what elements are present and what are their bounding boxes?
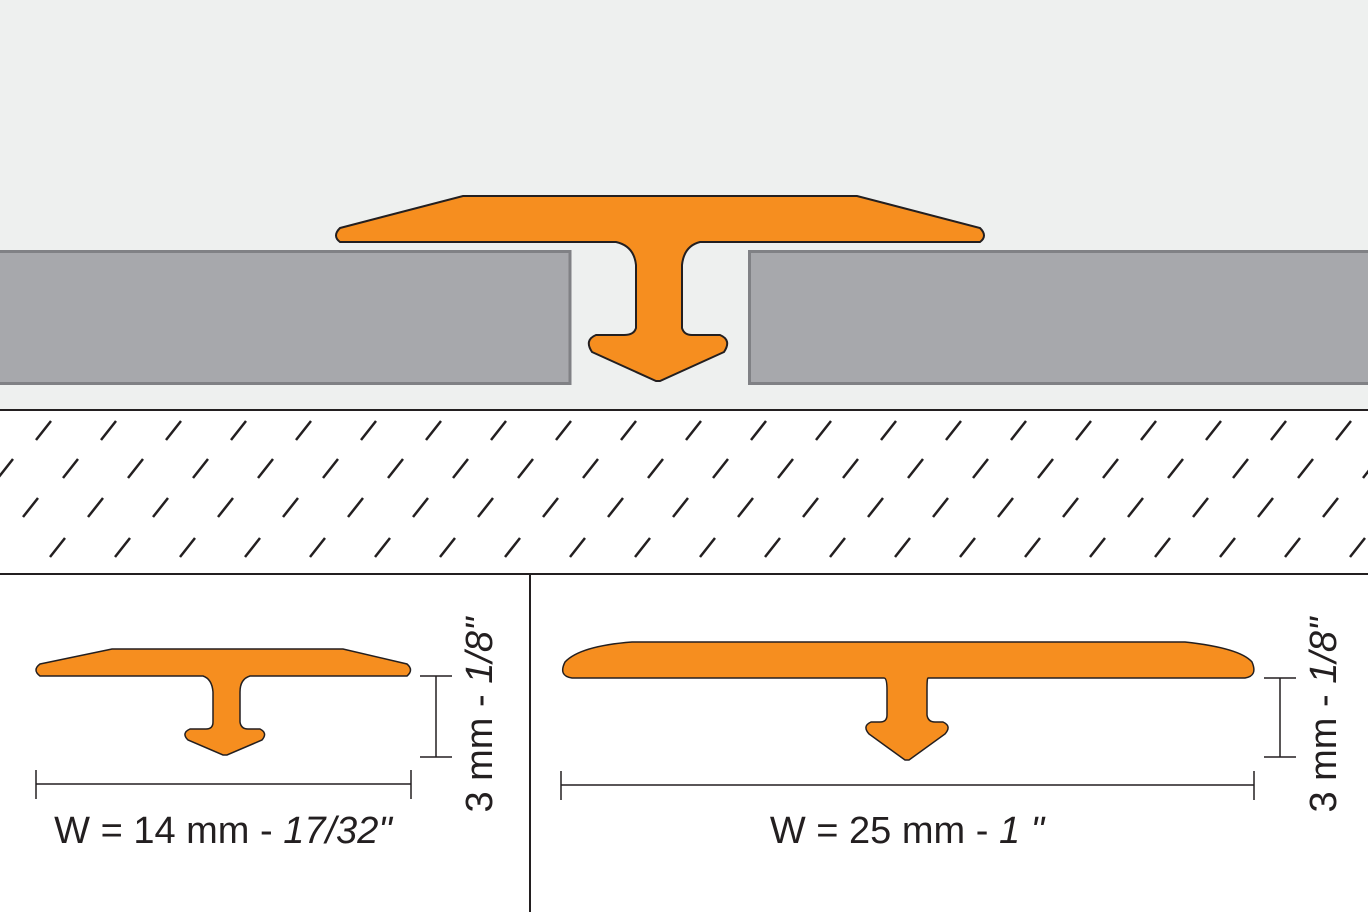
hatch-mark (945, 420, 962, 441)
hatch-mark (439, 537, 456, 558)
width-label-25mm: W = 25 mm - 1 " (770, 810, 1046, 852)
hatch-mark (997, 497, 1014, 518)
hatch-mark (62, 458, 79, 479)
hatch-mark (1062, 497, 1079, 518)
hatch-mark (1349, 537, 1366, 558)
hatch-mark (1102, 458, 1119, 479)
hatch-mark (712, 458, 729, 479)
hatch-mark (1219, 537, 1236, 558)
hatch-mark (1192, 497, 1209, 518)
hatch-mark (1010, 420, 1027, 441)
hatch-mark (1205, 420, 1222, 441)
hatch-mark (1297, 458, 1314, 479)
hatch-mark (1037, 458, 1054, 479)
hatch-mark (737, 497, 754, 518)
hatch-mark (1024, 537, 1041, 558)
profile-25mm-shape (561, 641, 1255, 761)
hatch-mark (282, 497, 299, 518)
installed-t-profile (335, 195, 985, 382)
hatch-mark (880, 420, 897, 441)
hatch-mark (452, 458, 469, 479)
width-dimension-25mm (560, 771, 1255, 800)
hatch-mark (1140, 420, 1157, 441)
hatch-mark (374, 537, 391, 558)
hatch-mark (1232, 458, 1249, 479)
height-dimension-25mm (1264, 677, 1296, 758)
hatch-mark (907, 458, 924, 479)
hatch-mark (504, 537, 521, 558)
hatch-mark (842, 458, 859, 479)
substrate-hatch (0, 420, 1368, 558)
hatch-mark (1127, 497, 1144, 518)
hatch-mark (49, 537, 66, 558)
hatch-mark (607, 497, 624, 518)
hatch-mark (932, 497, 949, 518)
hatch-mark (542, 497, 559, 518)
hatch-mark (425, 420, 442, 441)
hatch-mark (1362, 469, 1368, 479)
hatch-mark (217, 497, 234, 518)
hatch-mark (634, 537, 651, 558)
width-dimension-14mm (35, 770, 412, 799)
hatch-mark (517, 458, 534, 479)
hatch-mark (867, 497, 884, 518)
hatch-mark (555, 420, 572, 441)
hatch-mark (1322, 497, 1339, 518)
hatch-mark (764, 537, 781, 558)
hatch-mark (244, 537, 261, 558)
hatch-mark (1154, 537, 1171, 558)
hatch-mark (114, 537, 131, 558)
left-floor-tile (0, 250, 572, 385)
hatch-mark (1270, 420, 1287, 441)
hatch-mark (230, 420, 247, 441)
hatch-mark (347, 497, 364, 518)
hatch-mark (22, 497, 39, 518)
hatch-mark (257, 458, 274, 479)
hatch-mark (152, 497, 169, 518)
hatch-mark (295, 420, 312, 441)
hatch-mark (35, 420, 52, 441)
hatch-mark (647, 458, 664, 479)
hatch-mark (802, 497, 819, 518)
hatch-mark (972, 458, 989, 479)
hatch-mark (1284, 537, 1301, 558)
hatch-mark (620, 420, 637, 441)
hatch-mark (100, 420, 117, 441)
hatch-mark (829, 537, 846, 558)
hatch-mark (777, 458, 794, 479)
hatch-mark (179, 537, 196, 558)
hatch-mark (750, 420, 767, 441)
hatch-mark (1257, 497, 1274, 518)
hatch-mark (685, 420, 702, 441)
hatch-mark (1075, 420, 1092, 441)
hatch-mark (127, 458, 144, 479)
hatch-mark (0, 458, 14, 478)
hatch-mark (672, 497, 689, 518)
hatch-mark (959, 537, 976, 558)
hatch-mark (1335, 420, 1352, 441)
hatch-mark (322, 458, 339, 479)
width-label-14mm: W = 14 mm - 17/32" (54, 810, 393, 852)
hatch-mark (894, 537, 911, 558)
hatch-mark (360, 420, 377, 441)
hatch-mark (569, 537, 586, 558)
height-label-14mm: 3 mm - 1/8" (459, 616, 501, 813)
profile-14mm-shape (35, 648, 412, 756)
hatch-mark (1089, 537, 1106, 558)
hatch-mark (477, 497, 494, 518)
hatch-mark (815, 420, 832, 441)
hatch-mark (87, 497, 104, 518)
hatch-mark (387, 458, 404, 479)
height-label-25mm: 3 mm - 1/8" (1303, 616, 1345, 813)
hatch-mark (165, 420, 182, 441)
hatch-mark (582, 458, 599, 479)
hatch-mark (192, 458, 209, 479)
right-floor-tile (748, 250, 1368, 385)
hatch-mark (412, 497, 429, 518)
height-dimension-14mm (420, 675, 452, 758)
hatch-mark (699, 537, 716, 558)
hatch-mark (490, 420, 507, 441)
hatch-mark (309, 537, 326, 558)
hatch-mark (1167, 458, 1184, 479)
